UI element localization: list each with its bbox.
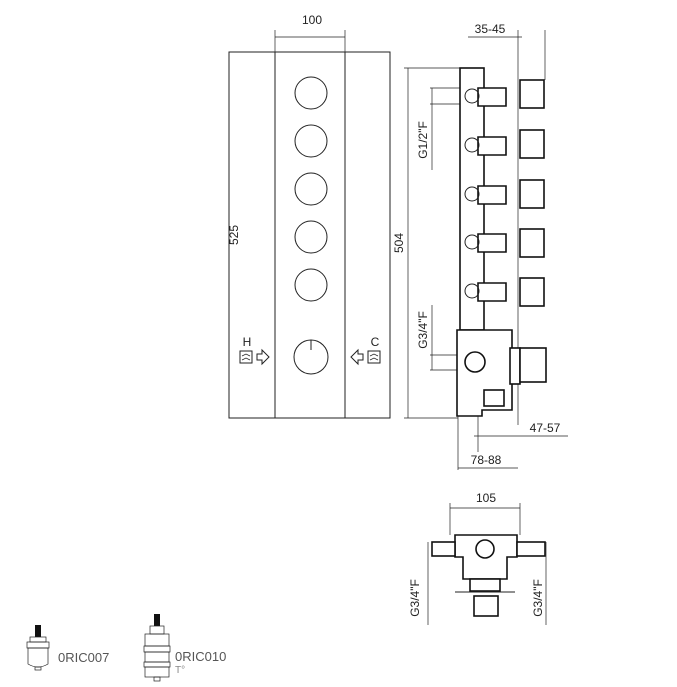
cold-inlet-icon (367, 350, 381, 364)
thermostatic-body (456, 329, 547, 417)
right-inlet-pipe (516, 541, 546, 557)
thermostat-knob (293, 339, 329, 375)
bottom-right-thread-label: G3/4"F (531, 579, 545, 617)
cartridge-icon (26, 625, 50, 671)
cold-label: C (371, 335, 380, 349)
width-dimension: 100 (302, 13, 322, 27)
knob-4 (294, 220, 328, 254)
cartridge-0ric007: 0RIC007 (26, 625, 109, 671)
side-height-dimension: 504 (392, 233, 406, 253)
hot-label: H (243, 335, 252, 349)
knob-3 (294, 172, 328, 206)
cartridge-icon (143, 614, 171, 682)
cartridge-note: T° (175, 665, 185, 676)
inlet-thread-label: G3/4"F (416, 311, 430, 349)
hot-inlet-icon (239, 350, 253, 364)
bottom-width-dimension: 105 (476, 491, 496, 505)
front-plate-outline (228, 51, 391, 419)
hot-arrow-icon (256, 348, 270, 366)
cold-arrow-icon (350, 348, 364, 366)
left-inlet-pipe (431, 541, 456, 557)
bottom-view: 105 G3/4"F G3/4"F (408, 491, 547, 625)
knob-1 (294, 76, 328, 110)
depth-top-dimension: 35-45 (475, 22, 506, 36)
cartridge-code: 0RIC007 (58, 650, 109, 665)
outlet-thread-label: G1/2"F (416, 121, 430, 159)
cartridge-0ric010: 0RIC010 T° (143, 614, 226, 682)
diverter-valves (464, 79, 545, 307)
knob-2 (294, 124, 328, 158)
front-view: 100 525 H C (227, 13, 391, 419)
diverter-knobs (294, 76, 328, 302)
depth-body-dimension: 78-88 (471, 453, 502, 467)
bottom-left-thread-label: G3/4"F (408, 579, 422, 617)
side-view: 504 35-45 G1/2"F G3/4"F 47-57 (392, 22, 568, 470)
knob-5 (294, 268, 328, 302)
cartridge-code: 0RIC010 (175, 649, 226, 664)
depth-bottom-dimension: 47-57 (530, 421, 561, 435)
height-dimension: 525 (227, 225, 241, 245)
